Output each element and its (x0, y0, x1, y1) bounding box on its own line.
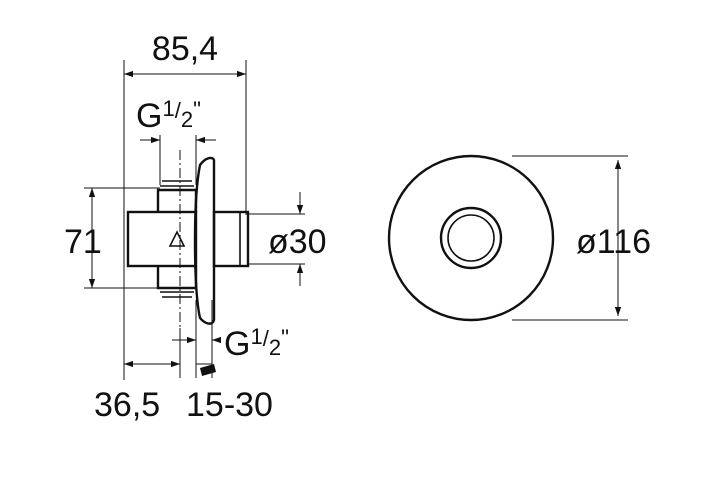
wall-plate-outline (193, 156, 216, 325)
button-outer-ring (439, 206, 503, 270)
body-depth-label: 36,5 (94, 386, 160, 424)
flow-arrow-icon (168, 230, 186, 247)
top-thread-label: G1/2" (136, 96, 201, 135)
plate-diameter-label: ø116 (576, 223, 651, 261)
top-inlet-connector (156, 188, 198, 212)
valve-body (126, 210, 198, 268)
side-view: 85,4 G1/2" 71 ø30 G1/2" 36,5 15-30 (64, 30, 327, 424)
height-label: 71 (64, 223, 102, 261)
bottom-thread-label: G1/2" (224, 324, 289, 363)
wall-mark-icon (200, 364, 216, 376)
wall-range-label: 15-30 (186, 386, 273, 424)
wall-plate-circle (387, 154, 555, 322)
button-inner-ring (447, 214, 495, 262)
front-view: ø116 (387, 154, 651, 322)
overall-width-label: 85,4 (152, 30, 218, 68)
outlet-diameter-label: ø30 (268, 223, 327, 261)
outlet-stub (212, 210, 250, 268)
bottom-outlet-connector (156, 266, 198, 290)
